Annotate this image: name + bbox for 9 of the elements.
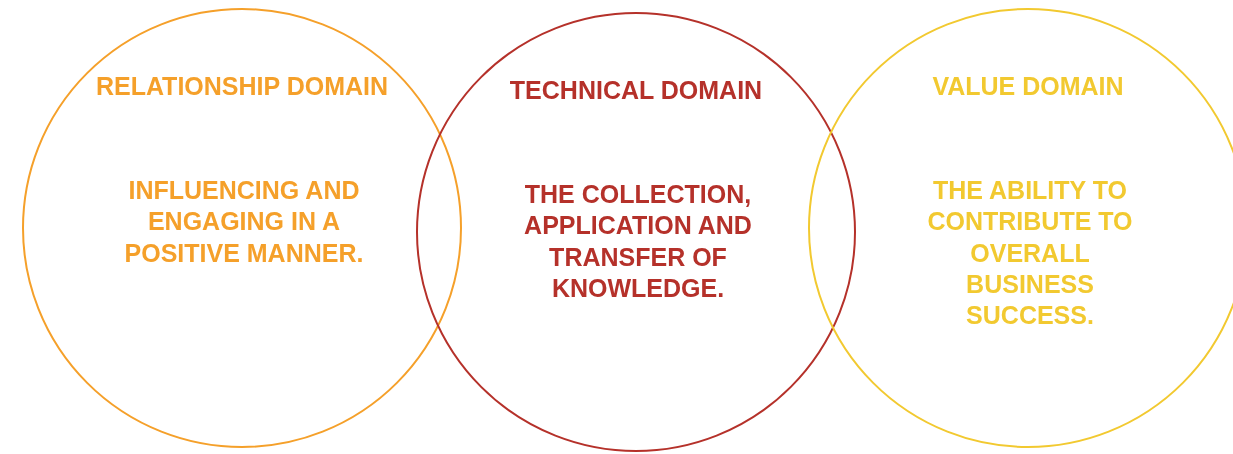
domain-description: THE COLLECTION, APPLICATION AND TRANSFER OF KNOWLEDGE. [523,179,753,304]
domain-circle [808,8,1233,448]
domain-heading: TECHNICAL DOMAIN [509,76,763,105]
domain-circle [416,12,856,452]
domain-description: INFLUENCING AND ENGAGING IN A POSITIVE MANNER. [123,175,365,269]
domain-description: THE ABILITY TO CONTRIBUTE TO OVERALL BUSINESS SUCCESS. [926,175,1134,331]
domain-circle [22,8,462,448]
domain-heading: RELATIONSHIP DOMAIN [95,72,389,101]
domain-heading: VALUE DOMAIN [932,72,1124,101]
